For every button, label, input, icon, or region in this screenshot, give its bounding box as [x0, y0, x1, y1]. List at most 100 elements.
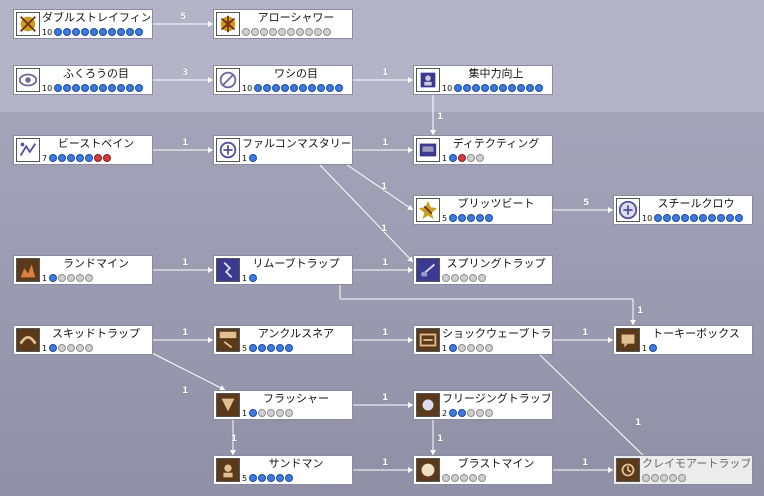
level-dot-learned[interactable]	[258, 474, 267, 482]
level-dot-learned[interactable]	[449, 154, 458, 162]
skill-double-strafe[interactable]: ダブルストレイフィング10	[13, 9, 153, 39]
level-dot-learned[interactable]	[49, 344, 58, 352]
level-dot-learned[interactable]	[117, 28, 126, 36]
level-dot-learned[interactable]	[317, 84, 326, 92]
level-dot-learned[interactable]	[526, 84, 535, 92]
level-dot-empty[interactable]	[660, 474, 668, 482]
level-dot-learned[interactable]	[458, 409, 467, 417]
level-dot-learned[interactable]	[126, 28, 135, 36]
level-dot-learned[interactable]	[249, 344, 258, 352]
level-dot-learned[interactable]	[276, 474, 285, 482]
level-dot-learned[interactable]	[335, 84, 344, 92]
level-dot-learned[interactable]	[449, 344, 458, 352]
level-dot-learned[interactable]	[463, 84, 472, 92]
level-dot-learned[interactable]	[663, 214, 672, 222]
level-dot-learned[interactable]	[449, 409, 458, 417]
level-dot-learned[interactable]	[276, 344, 285, 352]
level-dot-learned[interactable]	[690, 214, 699, 222]
level-dot-empty[interactable]	[485, 344, 494, 352]
level-dot-learned[interactable]	[449, 214, 458, 222]
level-dot-learned[interactable]	[649, 344, 658, 352]
level-dot-learned[interactable]	[90, 28, 99, 36]
level-dot-learned[interactable]	[81, 28, 90, 36]
level-dot-empty[interactable]	[278, 28, 286, 36]
level-dot-empty[interactable]	[458, 344, 467, 352]
level-dot-learned[interactable]	[249, 474, 258, 482]
level-dot-learned[interactable]	[517, 84, 526, 92]
level-dot-empty[interactable]	[269, 28, 277, 36]
level-dot-learned[interactable]	[472, 84, 481, 92]
level-dot-learned[interactable]	[117, 84, 126, 92]
skill-spring-trap[interactable]: スプリングトラップ	[413, 255, 553, 285]
level-dot-learned[interactable]	[708, 214, 717, 222]
level-dot-learned[interactable]	[67, 154, 76, 162]
level-dot-learned[interactable]	[54, 28, 63, 36]
level-dot-empty[interactable]	[469, 474, 477, 482]
level-dot-learned[interactable]	[699, 214, 708, 222]
level-dot-learned[interactable]	[54, 84, 63, 92]
skill-arrow-shower[interactable]: アローシャワー	[213, 9, 353, 39]
level-dot-empty[interactable]	[669, 474, 677, 482]
level-dot-learned[interactable]	[672, 214, 681, 222]
level-dot-empty[interactable]	[485, 409, 494, 417]
level-dot-empty[interactable]	[251, 28, 259, 36]
level-dot-learned[interactable]	[499, 84, 508, 92]
level-dot-learned[interactable]	[90, 84, 99, 92]
level-dot-learned[interactable]	[135, 28, 144, 36]
level-dot-learned[interactable]	[254, 84, 263, 92]
level-dot-learned[interactable]	[681, 214, 690, 222]
level-dot-learned[interactable]	[49, 274, 58, 282]
level-dot-empty[interactable]	[85, 274, 94, 282]
level-dot-learned[interactable]	[267, 344, 276, 352]
level-dot-learned[interactable]	[285, 474, 294, 482]
skill-blast-mine[interactable]: ブラストマイン	[413, 455, 553, 485]
level-dot-learned[interactable]	[249, 154, 258, 162]
level-dot-empty[interactable]	[478, 274, 486, 282]
level-dot-empty[interactable]	[285, 409, 294, 417]
level-dot-empty[interactable]	[258, 409, 267, 417]
level-dot-empty[interactable]	[467, 154, 476, 162]
level-dot-learned[interactable]	[258, 344, 267, 352]
level-dot-empty[interactable]	[678, 474, 686, 482]
level-dot-learned[interactable]	[126, 84, 135, 92]
level-dot-empty[interactable]	[460, 274, 468, 282]
level-dot-empty[interactable]	[476, 344, 485, 352]
level-dot-empty[interactable]	[67, 344, 76, 352]
level-dot-empty[interactable]	[451, 274, 459, 282]
level-dot-learned[interactable]	[249, 274, 258, 282]
level-dot-required[interactable]	[94, 154, 103, 162]
level-dot-empty[interactable]	[478, 474, 486, 482]
level-dot-empty[interactable]	[58, 344, 67, 352]
level-dot-empty[interactable]	[242, 28, 250, 36]
level-dot-learned[interactable]	[108, 28, 117, 36]
level-dot-required[interactable]	[103, 154, 112, 162]
level-dot-learned[interactable]	[85, 154, 94, 162]
level-dot-learned[interactable]	[481, 84, 490, 92]
level-dot-learned[interactable]	[108, 84, 117, 92]
level-dot-empty[interactable]	[305, 28, 313, 36]
level-dot-learned[interactable]	[485, 214, 494, 222]
level-dot-learned[interactable]	[476, 214, 485, 222]
level-dot-learned[interactable]	[263, 84, 272, 92]
level-dot-empty[interactable]	[76, 274, 85, 282]
level-dot-empty[interactable]	[58, 274, 67, 282]
level-dot-empty[interactable]	[323, 28, 331, 36]
level-dot-empty[interactable]	[296, 28, 304, 36]
level-dot-learned[interactable]	[508, 84, 517, 92]
level-dot-empty[interactable]	[476, 409, 485, 417]
level-dot-learned[interactable]	[285, 344, 294, 352]
level-dot-empty[interactable]	[76, 344, 85, 352]
level-dot-learned[interactable]	[76, 154, 85, 162]
level-dot-learned[interactable]	[326, 84, 335, 92]
level-dot-learned[interactable]	[290, 84, 299, 92]
